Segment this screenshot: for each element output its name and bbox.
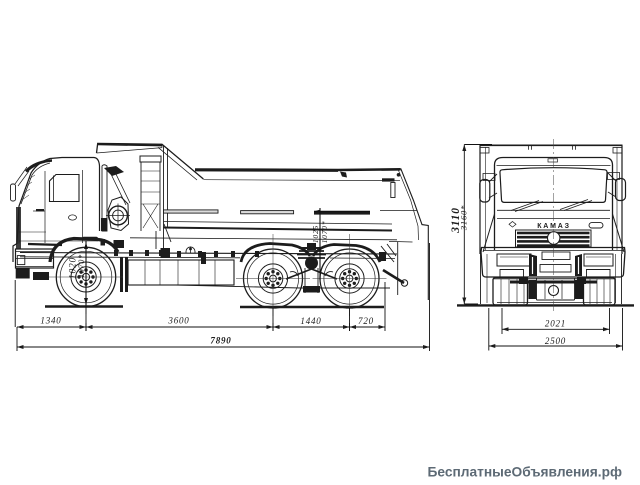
svg-text:2021: 2021 <box>545 319 566 329</box>
svg-text:1025: 1025 <box>311 225 320 243</box>
svg-text:1070*: 1070* <box>77 254 86 278</box>
svg-text:1070*: 1070* <box>320 221 329 244</box>
svg-text:3110: 3110 <box>450 207 462 234</box>
svg-text:2500: 2500 <box>545 336 566 346</box>
svg-text:3160*: 3160* <box>459 205 469 231</box>
svg-text:1340: 1340 <box>40 316 61 326</box>
svg-text:3600: 3600 <box>167 316 189 326</box>
svg-text:7890: 7890 <box>210 336 231 346</box>
svg-text:БесплатныеОбъявления.рф: БесплатныеОбъявления.рф <box>428 464 623 480</box>
svg-text:720: 720 <box>358 316 374 326</box>
svg-text:1440: 1440 <box>300 316 321 326</box>
svg-text:1020: 1020 <box>69 257 79 279</box>
svg-text:КАМАЗ: КАМАЗ <box>537 223 571 230</box>
